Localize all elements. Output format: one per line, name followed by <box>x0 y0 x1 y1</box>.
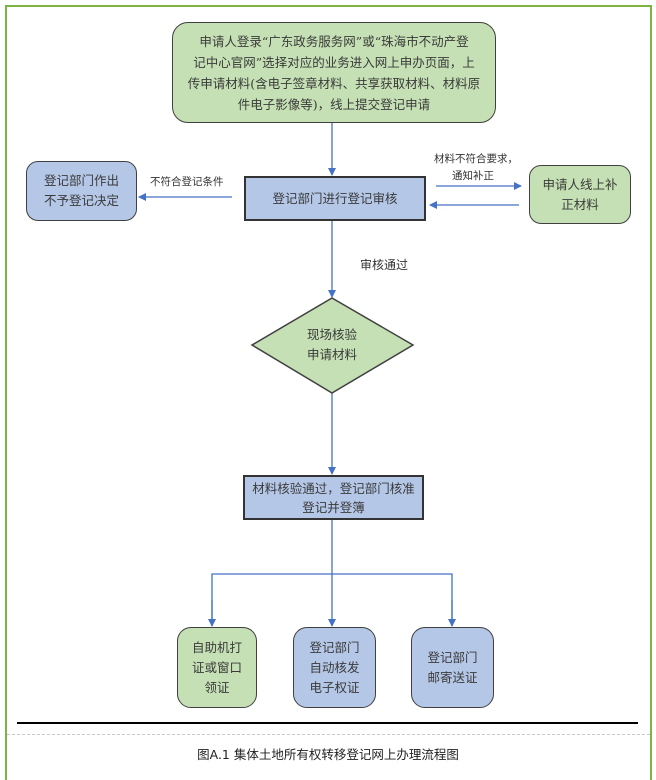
node-supplement-materials: 申请人线上补 正材料 <box>529 165 631 224</box>
node-text-line: 申请材料 <box>306 347 357 362</box>
node-text-line: 领证 <box>204 679 230 695</box>
node-text-line: 邮寄送证 <box>427 669 478 685</box>
node-text-line: 登记部门 <box>309 639 360 655</box>
node-text-line: 申请人线上补 <box>542 176 618 192</box>
node-electronic-certificate: 登记部门 自动核发 电子权证 <box>293 627 376 708</box>
edge-label-not-qualified: 不符合登记条件 <box>150 176 224 188</box>
node-mail-certificate: 登记部门 邮寄送证 <box>411 627 494 708</box>
node-text-line: 申请人登录“广东政务服务网”或“珠海市不动产登 <box>199 33 469 49</box>
node-text-line: 自助机打 <box>191 639 242 655</box>
node-text-line: 传申请材料(含电子签章材料、共享获取材料、材料原 <box>187 75 481 91</box>
node-text-line: 电子权证 <box>309 679 360 695</box>
node-registry-review: 登记部门进行登记审核 <box>244 176 426 221</box>
bottom-rule <box>17 722 638 724</box>
onsite-verification-diamond <box>250 297 415 394</box>
node-text-line: 登记部门作出 <box>43 173 119 188</box>
node-text-line: 登记部门进行登记审核 <box>272 190 398 206</box>
node-text-line: 登记并登簿 <box>302 499 365 515</box>
edge-label-review-passed: 审核通过 <box>360 258 409 272</box>
node-onsite-verification: 现场核验 申请材料 <box>272 322 392 368</box>
dashed-divider <box>7 734 650 735</box>
node-approve-register: 材料核验通过，登记部门核准 登记并登簿 <box>243 475 424 520</box>
node-text-line: 登记部门 <box>427 649 478 665</box>
node-text-line: 证或窗口 <box>191 659 242 675</box>
node-text-line: 自动核发 <box>309 659 360 675</box>
edge-label-materials-insufficient-1: 材料不符合要求， <box>434 153 518 165</box>
node-submit-online: 申请人登录“广东政务服务网”或“珠海市不动产登 记中心官网”选择对应的业务进入网… <box>172 22 496 123</box>
edge-label-materials-insufficient-2: 通知补正 <box>452 170 494 182</box>
node-reject-decision: 登记部门作出 不予登记决定 <box>26 161 137 221</box>
node-text-line: 材料核验通过，登记部门核准 <box>252 480 415 496</box>
node-text-line: 件电子影像等)，线上提交登记申请 <box>237 96 431 112</box>
page-frame <box>5 5 652 780</box>
node-text-line: 记中心官网”选择对应的业务进入网上申办页面，上 <box>193 54 475 70</box>
node-text-line: 正材料 <box>561 196 599 212</box>
node-text-line: 现场核验 <box>306 327 357 342</box>
figure-caption: 图A.1 集体土地所有权转移登记网上办理流程图 <box>197 747 459 762</box>
node-self-service-print: 自助机打 证或窗口 领证 <box>177 627 257 708</box>
node-text-line: 不予登记决定 <box>43 193 119 208</box>
